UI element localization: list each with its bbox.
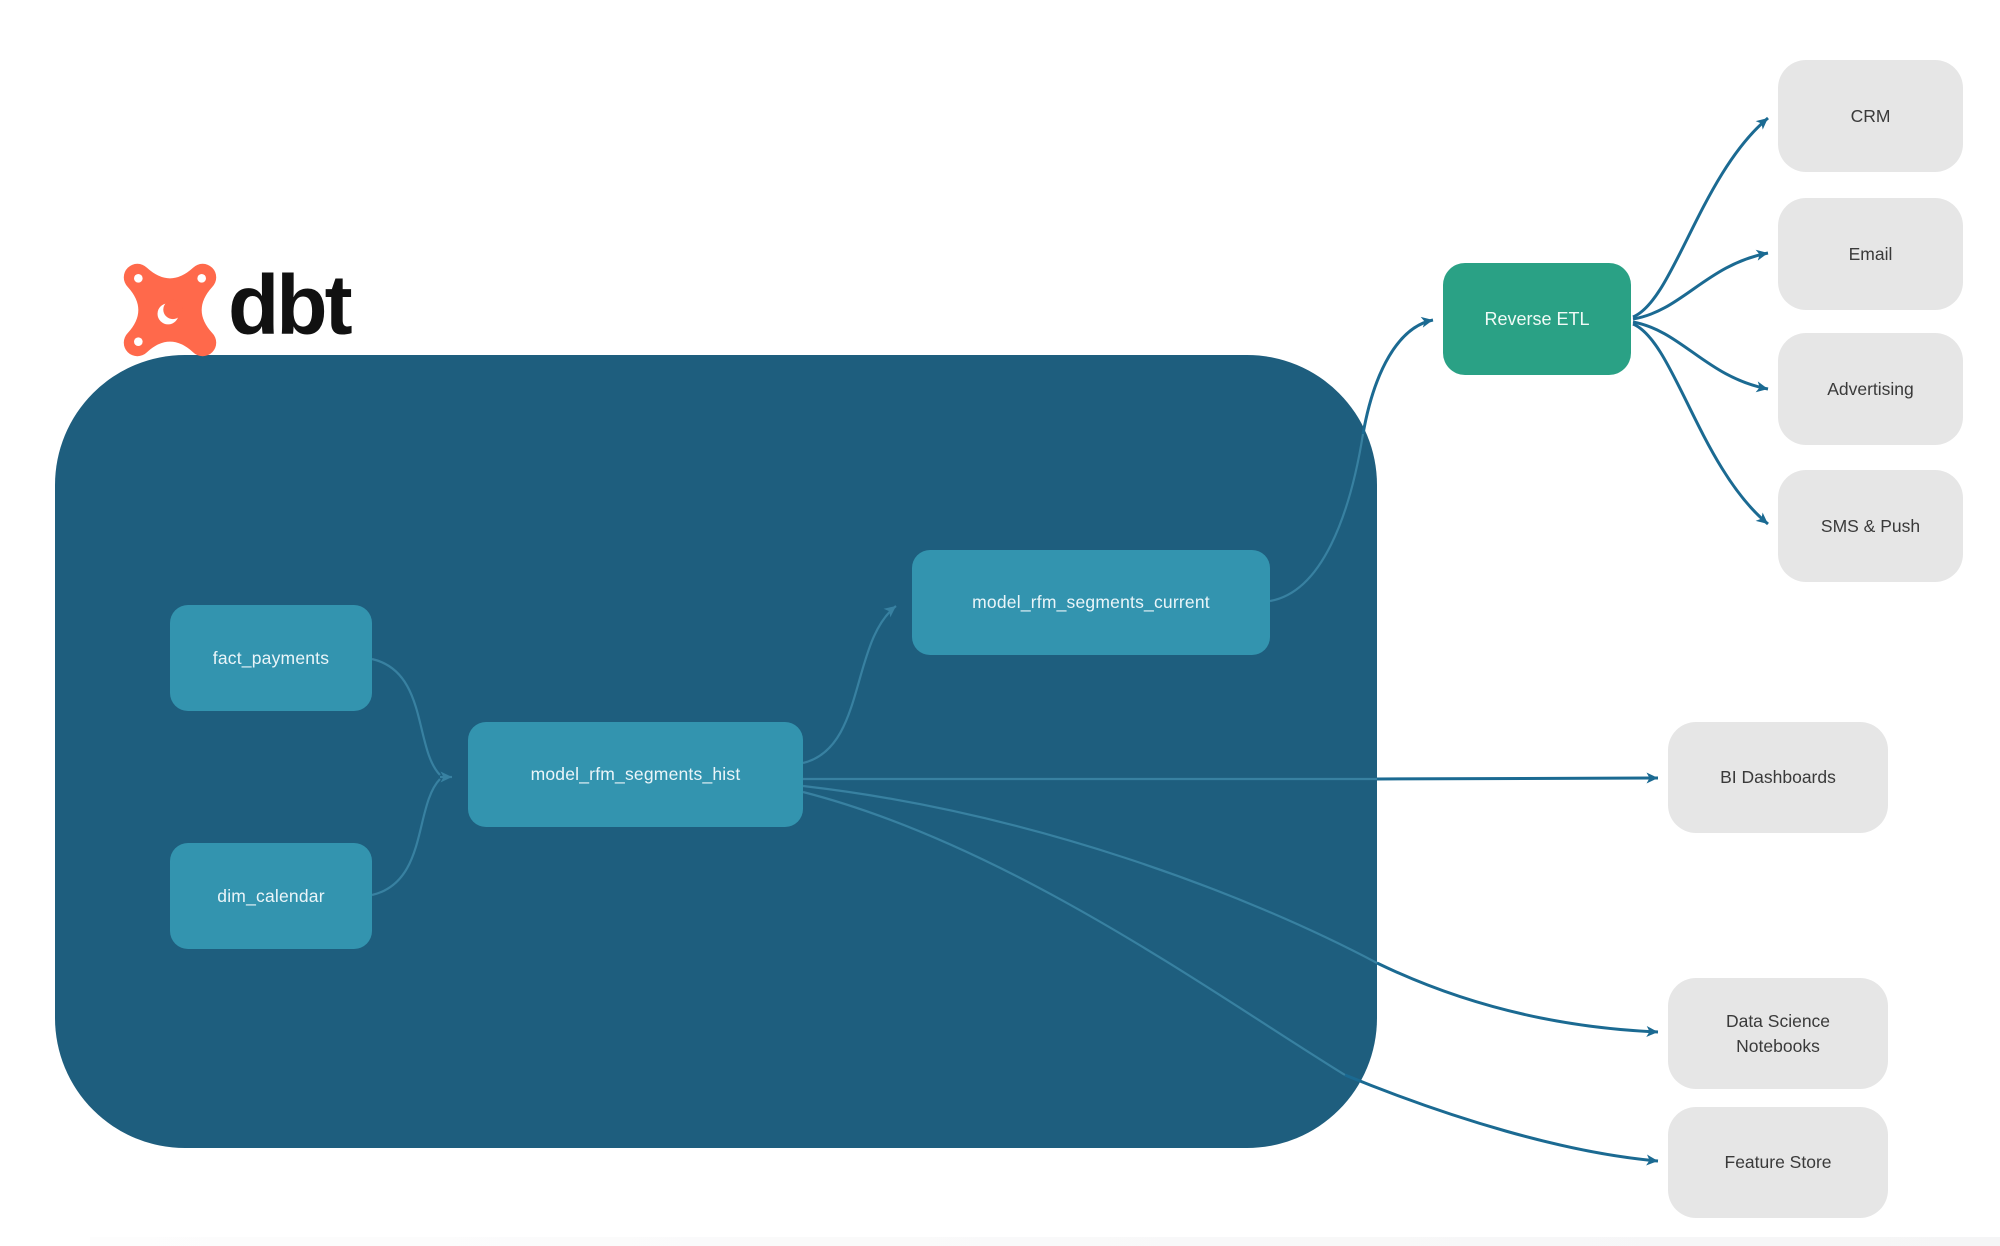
edge-fact-to-hist — [371, 657, 441, 776]
edge-hist-to-ds-inside — [802, 784, 1378, 964]
node-label: Data Science Notebooks — [1725, 1010, 1831, 1056]
edge-hist-to-current — [802, 605, 897, 765]
node-label: model_rfm_segments_current — [972, 592, 1210, 612]
edge-retl-to-advertising — [1632, 320, 1769, 393]
node-label: Advertising — [1827, 378, 1914, 399]
node-data-science-notebooks: Data Science Notebooks — [1668, 978, 1888, 1089]
node-label: Email — [1848, 243, 1893, 264]
edge-hist-to-fs-inside — [802, 790, 1346, 1076]
node-label: CRM — [1850, 105, 1891, 126]
edge-retl-to-sms — [1632, 322, 1769, 526]
node-bi-dashboards: BI Dashboards — [1668, 722, 1888, 833]
edge-hist-to-ds — [1376, 961, 1659, 1037]
node-model-rfm-segments-current: model_rfm_segments_current — [912, 550, 1270, 655]
edge-current-to-retl — [1361, 316, 1434, 435]
node-dim-calendar: dim_calendar — [170, 843, 372, 949]
node-reverse-etl: Reverse ETL — [1443, 263, 1631, 375]
node-label: model_rfm_segments_hist — [530, 764, 741, 784]
edge-hist-to-fs — [1344, 1073, 1659, 1166]
edge-hist-to-bi — [1376, 772, 1659, 784]
edge-dim-to-hist — [371, 778, 441, 897]
edge-current-to-retl-inside — [1269, 433, 1365, 603]
edge-retl-to-email — [1632, 249, 1769, 321]
node-label: SMS & Push — [1820, 515, 1921, 536]
edge-retl-to-crm — [1632, 116, 1769, 319]
node-sms-push: SMS & Push — [1778, 470, 1963, 582]
node-label: BI Dashboards — [1720, 767, 1836, 787]
dbt-logo-wordmark: dbt — [228, 258, 353, 352]
node-fact-payments: fact_payments — [170, 605, 372, 711]
node-feature-store: Feature Store — [1668, 1107, 1888, 1218]
dbt-logo: dbt — [122, 252, 353, 358]
node-email: Email — [1778, 198, 1963, 310]
node-advertising: Advertising — [1778, 333, 1963, 445]
node-label: dim_calendar — [217, 885, 325, 906]
node-label: Feature Store — [1724, 1152, 1832, 1172]
node-model-rfm-segments-hist: model_rfm_segments_hist — [468, 722, 803, 827]
node-crm: CRM — [1778, 60, 1963, 172]
node-label: Reverse ETL — [1484, 308, 1590, 329]
dbt-logo-icon — [123, 263, 217, 357]
node-label: fact_payments — [212, 647, 330, 668]
page-bottom-edge — [90, 1237, 2000, 1246]
